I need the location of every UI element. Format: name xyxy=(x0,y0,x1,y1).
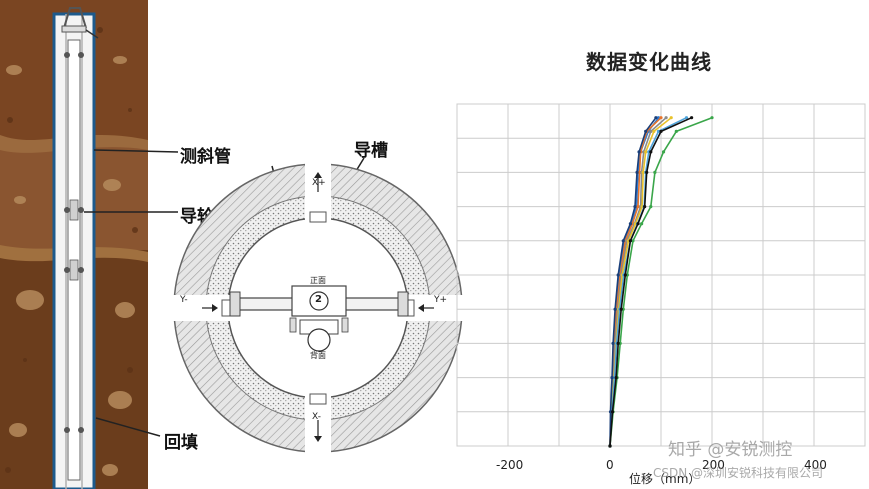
series-point xyxy=(640,222,643,225)
series-point xyxy=(608,444,611,447)
guide-groove-label: 导槽 xyxy=(354,136,388,161)
series-point xyxy=(622,239,625,242)
series-point xyxy=(611,410,614,413)
series-point xyxy=(629,239,632,242)
series-point xyxy=(614,308,617,311)
series-point xyxy=(649,130,652,133)
probe-front-label: 正面 xyxy=(310,275,326,286)
casing-cross-section xyxy=(172,162,472,454)
series-point xyxy=(610,376,613,379)
chart-title: 数据变化曲线 xyxy=(586,46,712,75)
series-point xyxy=(620,308,623,311)
series-point xyxy=(710,116,713,119)
series-point xyxy=(611,342,614,345)
series-point xyxy=(633,205,636,208)
series-point xyxy=(654,116,657,119)
series-point xyxy=(637,150,640,153)
axis-y-negative-marker: Y- xyxy=(180,295,188,305)
series-point xyxy=(653,171,656,174)
axis-y-positive-marker: Y+ xyxy=(434,295,447,305)
series-point xyxy=(662,150,665,153)
displacement-chart xyxy=(455,100,869,452)
series-point xyxy=(649,150,652,153)
watermark-csdn: CSDN @深圳安锐科技有限公司 xyxy=(653,464,823,481)
series-point xyxy=(665,116,668,119)
series-point xyxy=(636,222,639,225)
series-point xyxy=(659,130,662,133)
axis-x-negative-marker: X- xyxy=(312,412,321,422)
series-point xyxy=(670,116,673,119)
series-point xyxy=(643,205,646,208)
watermark-zhihu: 知乎 @安锐测控 xyxy=(668,435,792,460)
series-point xyxy=(649,205,652,208)
probe-back-label: 背面 xyxy=(310,350,326,361)
series-point xyxy=(635,171,638,174)
series-line-7 xyxy=(610,118,656,446)
series-point xyxy=(624,273,627,276)
series-point xyxy=(615,376,618,379)
series-point xyxy=(652,130,655,133)
series-point xyxy=(659,116,662,119)
series-point xyxy=(617,273,620,276)
probe-number: 2 xyxy=(315,294,322,305)
axis-x-positive-marker: X+ xyxy=(312,178,326,188)
series-point xyxy=(675,130,678,133)
x-tick-label: 0 xyxy=(606,458,614,472)
chart-grid xyxy=(457,104,865,446)
series-point xyxy=(645,171,648,174)
series-point xyxy=(617,342,620,345)
series-point xyxy=(644,150,647,153)
soil-cross-section xyxy=(0,0,148,489)
series-point xyxy=(629,222,632,225)
series-point xyxy=(690,116,693,119)
series-point xyxy=(644,130,647,133)
x-tick-label: -200 xyxy=(496,458,523,472)
